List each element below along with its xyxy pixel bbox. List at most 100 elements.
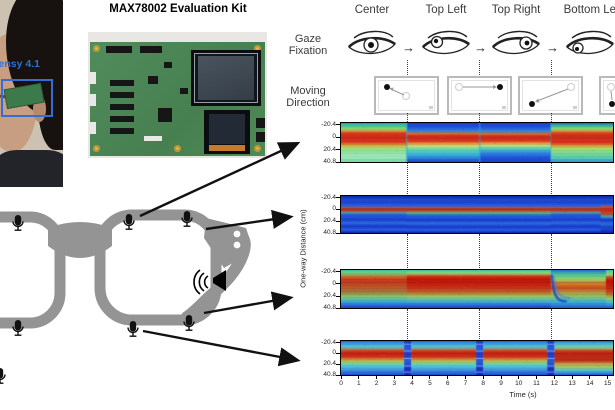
x-tick-mark — [429, 376, 431, 379]
x-tick-mark — [536, 376, 538, 379]
moving-box-3 — [518, 76, 583, 115]
pcb-ic — [110, 128, 134, 134]
eye-top-left-icon — [422, 30, 470, 55]
y-tick-mark — [336, 342, 340, 344]
sequence-arrow: → — [546, 40, 559, 55]
pcb-ic — [110, 92, 134, 98]
hinge-dot — [233, 241, 241, 249]
y-tick-mark — [336, 197, 340, 199]
moving-box-2 — [447, 76, 512, 115]
y-tick-mark — [336, 124, 340, 126]
speaker-icon — [193, 269, 226, 295]
x-tick-label: 10 — [515, 380, 523, 387]
transition-dotted-line — [407, 60, 408, 75]
y-tick-label: 40.8 — [323, 158, 336, 165]
box-corner-mark — [573, 106, 577, 109]
y-tick-mark — [336, 136, 340, 138]
x-tick-label: 13 — [568, 380, 576, 387]
transition-dotted-line — [551, 309, 552, 339]
gaze-column-top-left: Top Left — [425, 4, 467, 16]
pcb-screw — [174, 145, 181, 152]
x-tick-label: 1 — [356, 380, 361, 387]
pcb-main-ic — [158, 108, 172, 122]
y-tick-label: 40.8 — [323, 371, 336, 378]
small-display-ribbon — [209, 145, 245, 151]
x-tick-mark — [393, 376, 395, 379]
arrow-to-spectrogram-2 — [205, 209, 294, 231]
arrow-to-spectrogram-3 — [203, 291, 294, 315]
x-tick-mark — [464, 376, 466, 379]
x-tick-label: 5 — [428, 380, 432, 387]
transition-dotted-line — [479, 234, 480, 268]
transition-dotted-line — [479, 309, 480, 339]
x-tick-label: 8 — [481, 380, 486, 387]
pcb-silkscreen — [144, 136, 162, 141]
moving-box-2-diagram — [454, 82, 503, 92]
x-tick-label: 12 — [550, 380, 558, 387]
x-tick-mark — [571, 376, 573, 379]
microphone-icon-partial — [0, 367, 6, 384]
y-tick-mark — [336, 374, 340, 376]
moving-direction-label: Moving Direction — [286, 85, 330, 109]
pcb-connector — [90, 122, 96, 134]
pcb-ic — [110, 116, 134, 122]
x-tick-label: 4 — [410, 380, 414, 387]
spectrogram-canvas-3 — [340, 269, 614, 309]
arrow-to-spectrogram-4 — [142, 329, 301, 367]
transition-dotted-line — [407, 113, 408, 122]
y-tick-mark — [336, 220, 340, 222]
teensy-label: Teensy 4.1 — [0, 58, 40, 70]
box-corner-mark — [429, 106, 433, 109]
y-tick-mark — [336, 283, 340, 285]
x-tick-label: 14 — [586, 380, 594, 387]
x-tick-mark — [447, 376, 449, 379]
y-tick-mark — [336, 271, 340, 273]
y-tick-label: 0 — [332, 133, 336, 141]
x-tick-mark — [411, 376, 413, 379]
pcb-screw — [93, 45, 100, 52]
y-tick-label: 0 — [332, 279, 336, 287]
y-tick-label: 20.4 — [323, 292, 336, 300]
y-tick-label: -20.4 — [321, 338, 336, 346]
transition-dotted-line — [551, 163, 552, 194]
gaze-column-top-right: Top Right — [491, 4, 541, 16]
x-tick-label: 2 — [374, 380, 379, 387]
x-tick-label: 3 — [392, 380, 397, 387]
x-axis-label: Time (s) — [509, 390, 537, 399]
x-tick-mark — [500, 376, 502, 379]
moving-box-1 — [374, 76, 439, 115]
pcb-connector — [140, 46, 162, 53]
x-tick-label: 6 — [445, 380, 450, 387]
transition-dotted-line — [479, 163, 480, 194]
pcb-ic — [110, 104, 134, 110]
x-tick-label: 9 — [499, 380, 503, 387]
y-tick-label: -20.4 — [321, 120, 336, 128]
y-tick-mark — [336, 208, 340, 210]
pcb-connector — [90, 72, 96, 84]
spectrogram-canvas-4 — [340, 340, 614, 376]
transition-dotted-line — [479, 113, 480, 122]
y-tick-mark — [336, 232, 340, 234]
y-tick-label: 20.4 — [323, 145, 336, 153]
moving-box-4 — [599, 76, 615, 115]
pcb-connector — [90, 94, 96, 106]
y-tick-label: 20.4 — [323, 217, 336, 225]
transition-dotted-line — [407, 234, 408, 268]
y-tick-label: 20.4 — [323, 360, 336, 368]
x-tick-mark — [518, 376, 520, 379]
pcb-ic — [164, 62, 172, 68]
x-tick-mark — [553, 376, 555, 379]
x-tick-label: 0 — [339, 380, 343, 387]
pcb-jack — [256, 118, 265, 128]
gaze-column-center: Center — [354, 4, 390, 16]
large-display-screen — [198, 56, 254, 100]
y-tick-label: -20.4 — [321, 267, 336, 275]
spectrogram-canvas-2 — [340, 195, 614, 234]
transition-dotted-line — [551, 60, 552, 75]
eye-center-icon — [348, 30, 396, 55]
sequence-arrow: → — [474, 40, 487, 55]
x-tick-mark — [482, 376, 484, 379]
board-title: MAX78002 Evaluation Kit — [109, 3, 247, 15]
person-photo: Teensy 4.1 — [0, 0, 63, 187]
gaze-column-bottom-left: Bottom Left — [563, 4, 615, 16]
